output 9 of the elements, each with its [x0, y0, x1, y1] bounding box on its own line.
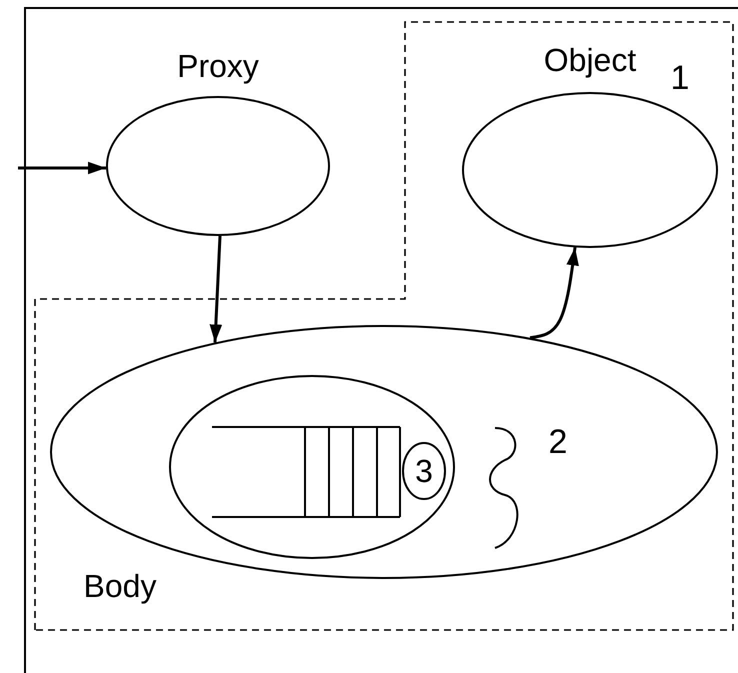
node-heading: Proxy	[177, 50, 259, 82]
callout-number: 1	[670, 61, 690, 95]
region-label: Body	[84, 570, 156, 602]
arrow	[530, 247, 579, 340]
arrow	[18, 162, 106, 174]
callout-number: 3	[415, 455, 433, 487]
node-heading: Object	[544, 44, 636, 76]
callout-number: 2	[548, 425, 568, 459]
arrow	[210, 236, 222, 343]
